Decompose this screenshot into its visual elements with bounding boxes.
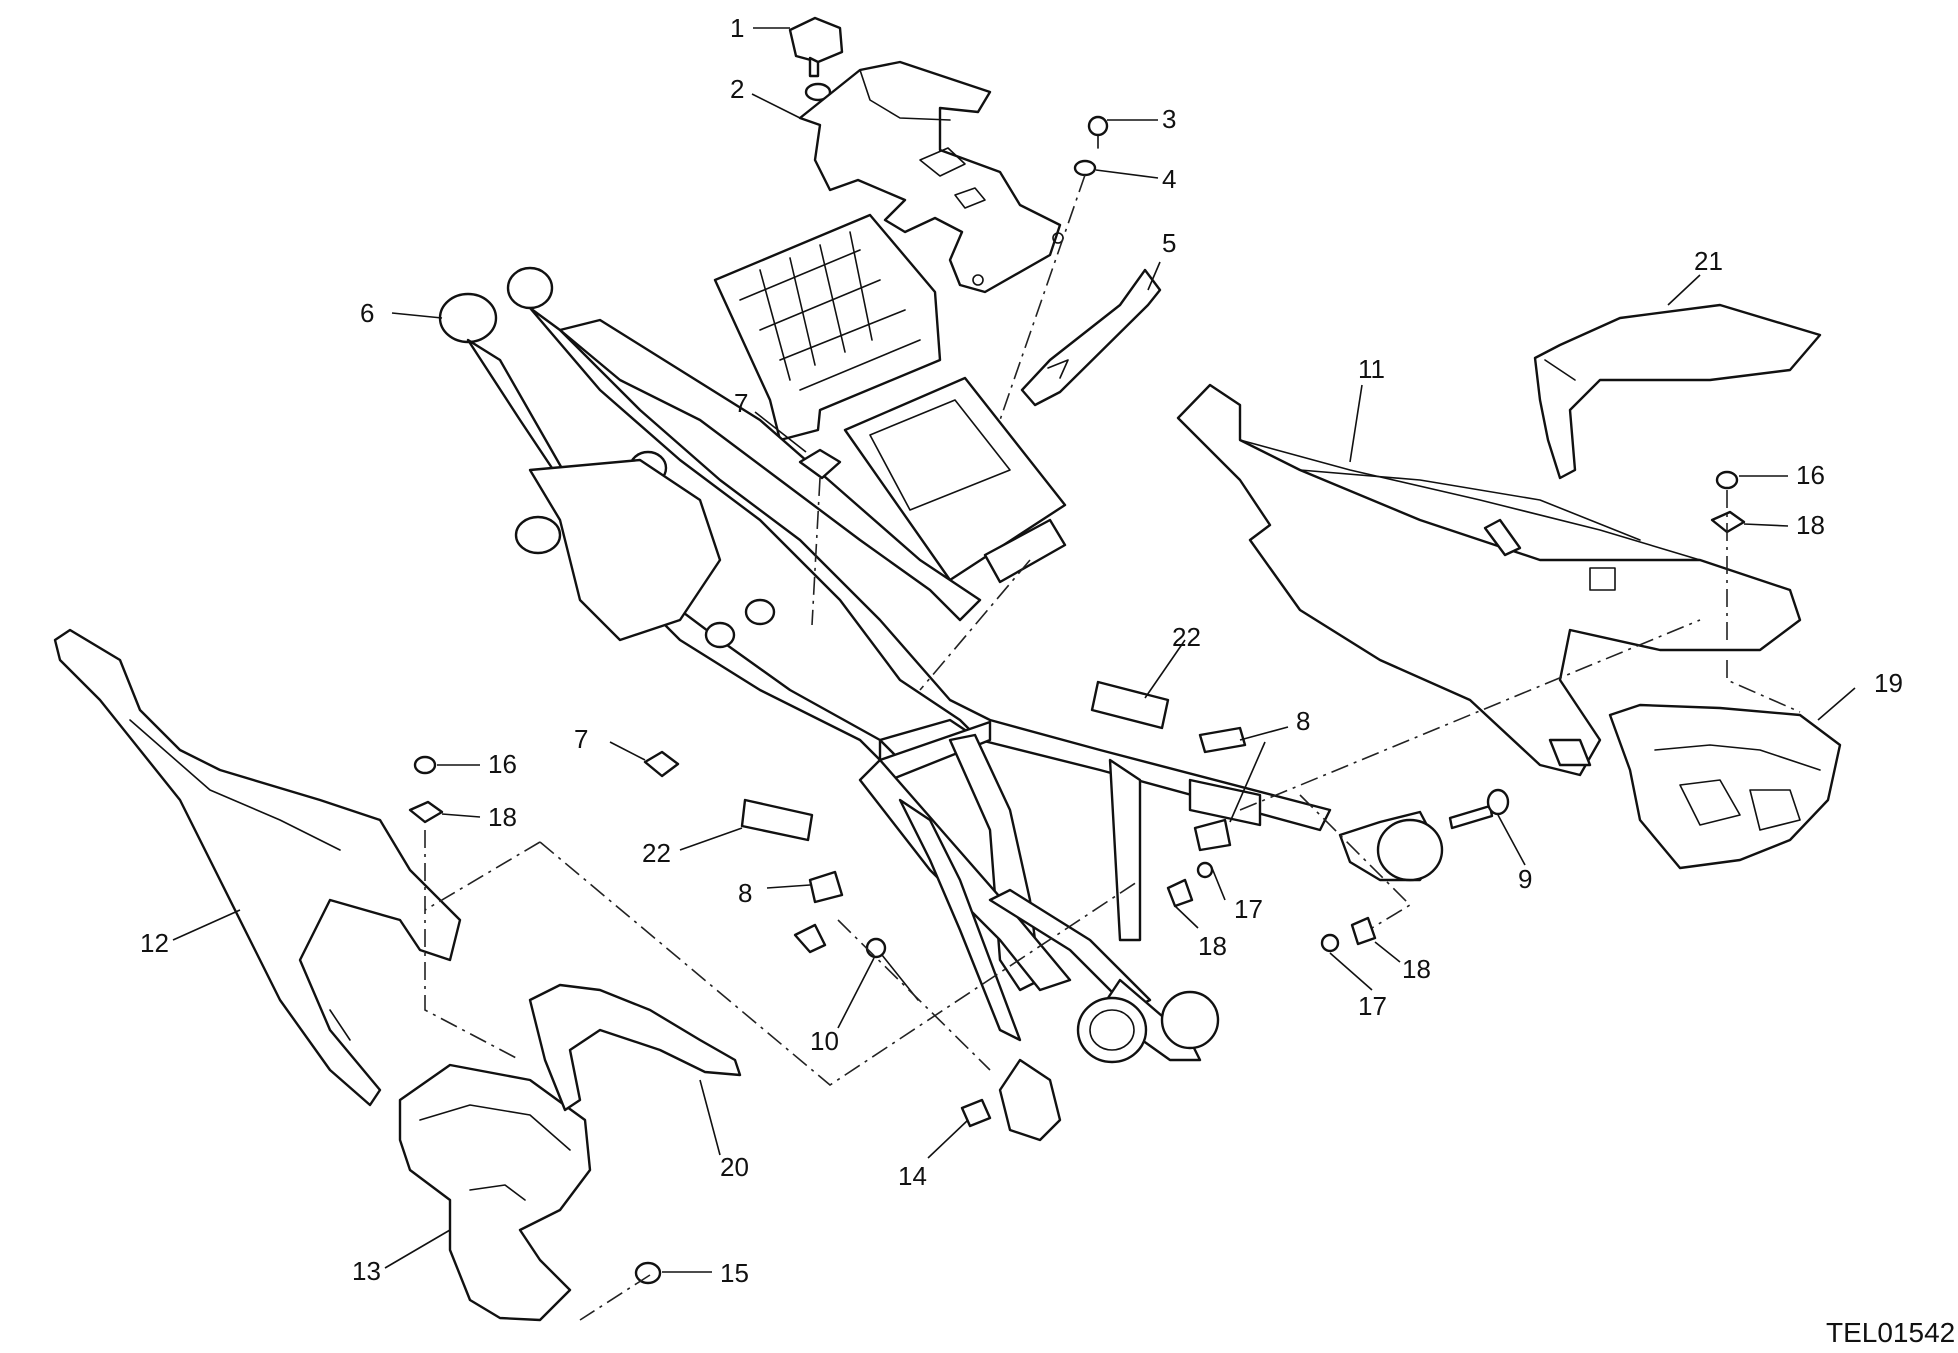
part-16-screw-left: [413, 755, 437, 775]
callout-21: 21: [1694, 246, 1723, 276]
part-17-screw-center: [1196, 861, 1214, 879]
part-17-screw-lower: [1320, 933, 1340, 953]
callout-22-left: 22: [642, 838, 671, 868]
part-5-bracket: [1020, 268, 1162, 407]
callout-9: 9: [1518, 864, 1532, 894]
part-22-label-right: [1090, 680, 1170, 730]
part-7-clip-lower: [643, 750, 680, 778]
part-21-trim: [1533, 303, 1822, 480]
part-18-nut-center: [1166, 878, 1194, 908]
reference-code: TEL01542: [1826, 1317, 1955, 1348]
part-8-insert-right: [1193, 726, 1247, 852]
callout-numbers: 1 2 3 4 5 6 7 7 8 8 9 10 11 12 13 14 15 …: [140, 13, 1903, 1288]
callout-16-right: 16: [1796, 460, 1825, 490]
part-3-screw: [1087, 115, 1109, 149]
callout-18-right: 18: [1796, 510, 1825, 540]
callout-2: 1: [730, 13, 744, 43]
part-18-nut-right: [1710, 510, 1746, 534]
callout-3: 3: [1162, 104, 1176, 134]
callout-4: 4: [1162, 164, 1176, 194]
part-9-bolt: [1338, 788, 1510, 882]
callout-14: 14: [898, 1161, 927, 1191]
callout-18-left: 18: [488, 802, 517, 832]
leader-lines: [172, 27, 1856, 1273]
callout-8-right: 8: [1296, 706, 1310, 736]
part-8-insert-left: [793, 870, 844, 954]
part-12-side-cover: [53, 628, 462, 1107]
part-19-inner-cover: [1608, 703, 1842, 870]
callout-18-center: 18: [1198, 931, 1227, 961]
part-6-frame: [438, 266, 1332, 1142]
callout-12: 12: [140, 928, 169, 958]
part-18-nut-lower: [1350, 916, 1377, 946]
part-4-washer: [1073, 159, 1097, 177]
callout-13: 13: [352, 1256, 381, 1286]
callout-15: 15: [720, 1258, 749, 1288]
callout-16-left: 16: [488, 749, 517, 779]
part-7-clip-upper: [798, 448, 842, 480]
callout-20: 20: [720, 1152, 749, 1182]
callout-11: 11: [1358, 354, 1385, 384]
callout-18-lower: 18: [1402, 954, 1431, 984]
callout-22-right: 22: [1172, 622, 1201, 652]
callout-17-center: 17: [1234, 894, 1263, 924]
callout-19: 19: [1874, 668, 1903, 698]
part-18-nut-left: [408, 800, 444, 824]
alignment-lines: [424, 174, 1801, 1321]
ecu-tray: [713, 213, 942, 442]
callout-8-left: 8: [738, 878, 752, 908]
part-22-label-left: [740, 798, 814, 842]
part-15-grommet: [634, 1261, 662, 1285]
part-16-screw-right: [1715, 470, 1739, 490]
callout-17-lower: 17: [1358, 991, 1387, 1021]
callout-6: 6: [360, 298, 374, 328]
callout-7-upper: 7: [734, 388, 748, 418]
callout-5: 5: [1162, 228, 1176, 258]
ecu-unit: [843, 376, 1067, 584]
part-11-side-cover: [1176, 383, 1802, 777]
callout-7-lower: 7: [574, 724, 588, 754]
part-1-bracket: [798, 60, 1064, 294]
callout-10: 10: [810, 1026, 839, 1056]
callout-1: 2: [730, 74, 744, 104]
part-20-bracket: [528, 983, 742, 1112]
part-2-knob: [788, 16, 844, 78]
